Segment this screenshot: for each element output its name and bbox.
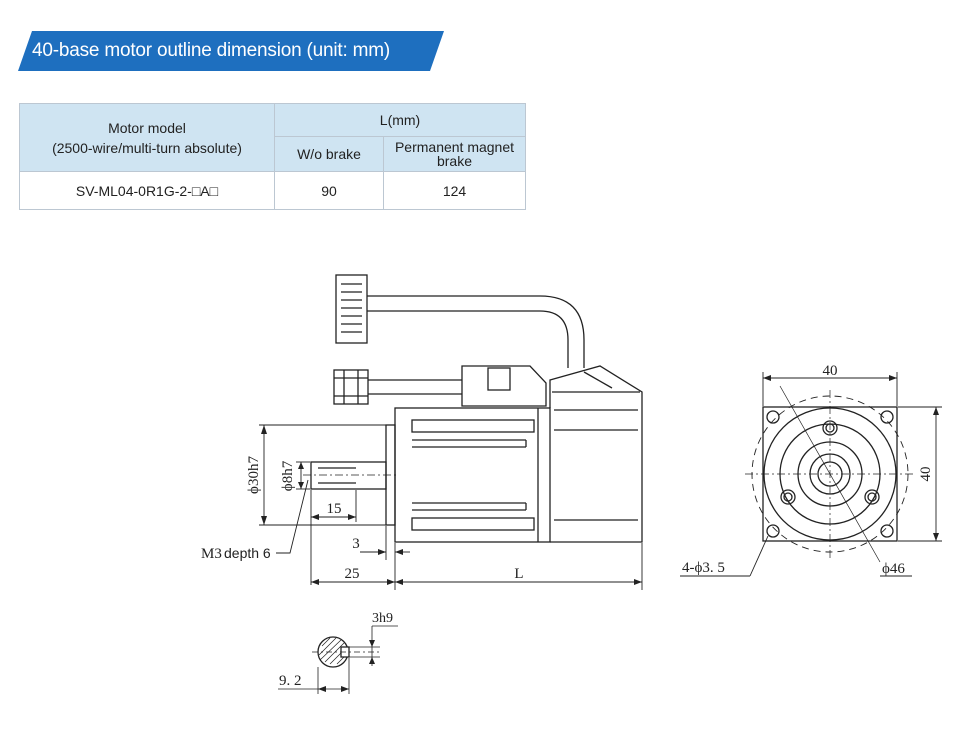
header-wo-brake: W/o brake: [274, 136, 384, 172]
label-dim15: 15: [327, 501, 342, 517]
front-dimensions: [680, 372, 942, 577]
power-connector: [333, 365, 547, 407]
front-view: [745, 385, 915, 563]
shaft: [303, 424, 396, 526]
label-dim25: 25: [345, 566, 360, 582]
header-brake: Permanent magnet brake: [383, 136, 526, 172]
label-side40: 40: [918, 467, 934, 482]
cell-wo-brake: 90: [274, 171, 384, 210]
label-top40: 40: [823, 363, 838, 379]
label-key-width: 3h9: [372, 611, 393, 626]
banner-title: 40-base motor outline dimension (unit: m…: [32, 40, 391, 61]
dimension-table: Motor model (2500-wire/multi-turn absolu…: [19, 103, 526, 210]
header-brake-line1: Permanent magnet: [394, 139, 515, 155]
label-key-depth: 9. 2: [279, 673, 302, 689]
motor-body: [394, 365, 643, 543]
cell-brake: 124: [383, 171, 526, 210]
banner-background: [18, 31, 444, 71]
section-banner: 40-base motor outline dimension (unit: m…: [18, 31, 444, 71]
table-row: SV-ML04-0R1G-2-□A□ 90 124: [19, 171, 526, 210]
label-phi46: ϕ46: [882, 561, 905, 577]
cell-model: SV-ML04-0R1G-2-□A□: [19, 171, 275, 210]
label-m3-depth: depth 6: [224, 545, 271, 561]
side-dimensions: [259, 424, 643, 590]
label-dimL: L: [514, 566, 523, 582]
header-motor-model: Motor model (2500-wire/multi-turn absolu…: [19, 103, 275, 172]
label-phi8: ϕ8h7: [280, 460, 296, 491]
header-brake-line2: brake: [436, 153, 473, 169]
label-phi30: ϕ30h7: [246, 456, 262, 494]
arrowheads: [261, 375, 939, 692]
header-motor-model-sub: (2500-wire/multi-turn absolute): [52, 139, 242, 156]
label-holes: 4-ϕ3. 5: [682, 560, 725, 576]
header-length: L(mm): [274, 103, 526, 137]
header-motor-model-label: Motor model: [108, 119, 186, 136]
encoder-connector: [335, 274, 585, 368]
label-dim3: 3: [352, 536, 360, 552]
label-m3: M3: [201, 546, 222, 562]
